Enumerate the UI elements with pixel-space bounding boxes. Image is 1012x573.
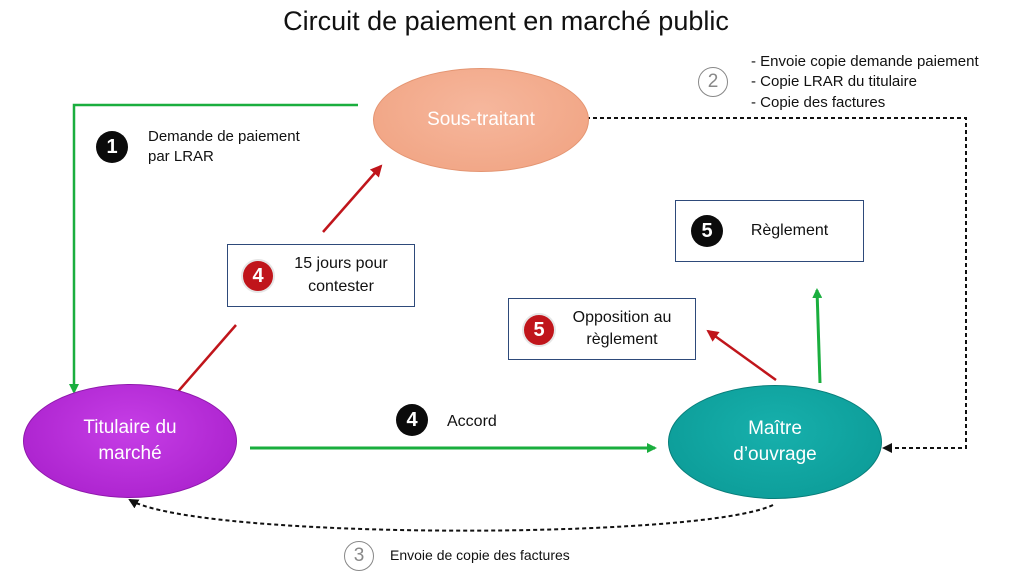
arrow-reglement — [812, 288, 823, 384]
step-3-badge: 3 — [344, 541, 374, 571]
step-3-label: Envoie de copie des factures — [390, 547, 570, 563]
node-sous-traitant-label: Sous-traitant — [427, 109, 535, 131]
step-4-accord-badge: 4 — [396, 404, 428, 436]
step-1-label: Demande de paiement par LRAR — [148, 127, 300, 168]
step-2-notes: - Envoie copie demande paiement - Copie … — [751, 52, 979, 113]
box-15-jours-line-1: 15 jours pour — [294, 255, 388, 273]
step-1-line-1: Demande de paiement — [148, 128, 300, 145]
arrow-demande-paiement — [69, 103, 358, 394]
node-maitre-label-2: d’ouvrage — [733, 444, 817, 465]
node-titulaire: Titulaire du marché — [23, 384, 237, 498]
box-reglement-label: Règlement — [750, 221, 829, 239]
node-maitre-label-1: Maître — [748, 418, 802, 440]
step-4-accord-label: Accord — [447, 413, 497, 430]
node-titulaire-label-2: marché — [98, 443, 162, 464]
arrow-copie-factures — [128, 499, 774, 532]
step-2-note-3: - Copie des factures — [751, 93, 886, 111]
box-15-jours-line-2: contester — [308, 277, 374, 295]
node-sous-traitant: Sous-traitant — [373, 68, 589, 172]
step-1-line-2: par LRAR — [148, 148, 214, 166]
diagram-title: Circuit de paiement en marché public — [283, 6, 729, 36]
box-opposition-line-1: Opposition au — [572, 308, 672, 326]
box-15-jours: 15 jours pour contester — [227, 244, 415, 307]
box-reglement: Règlement — [675, 200, 864, 262]
arrow-opposition — [706, 329, 777, 382]
arrow-contest-upper — [322, 164, 383, 233]
arrow-envoie-copies — [586, 117, 967, 453]
node-maitre-ouvrage: Maître d’ouvrage — [668, 385, 882, 499]
step-5-opposition-badge: 5 — [522, 313, 556, 347]
step-2-note-1: - Envoie copie demande paiement — [751, 53, 979, 70]
node-titulaire-label-1: Titulaire du — [83, 417, 177, 439]
step-2-badge: 2 — [698, 67, 728, 97]
step-1-badge: 1 — [96, 131, 128, 163]
arrow-contest-lower — [174, 324, 237, 396]
step-4-contest-badge: 4 — [241, 259, 275, 293]
step-2-note-2: - Copie LRAR du titulaire — [751, 73, 917, 91]
step-5-reglement-badge: 5 — [691, 215, 723, 247]
box-opposition-line-2: règlement — [586, 331, 658, 348]
